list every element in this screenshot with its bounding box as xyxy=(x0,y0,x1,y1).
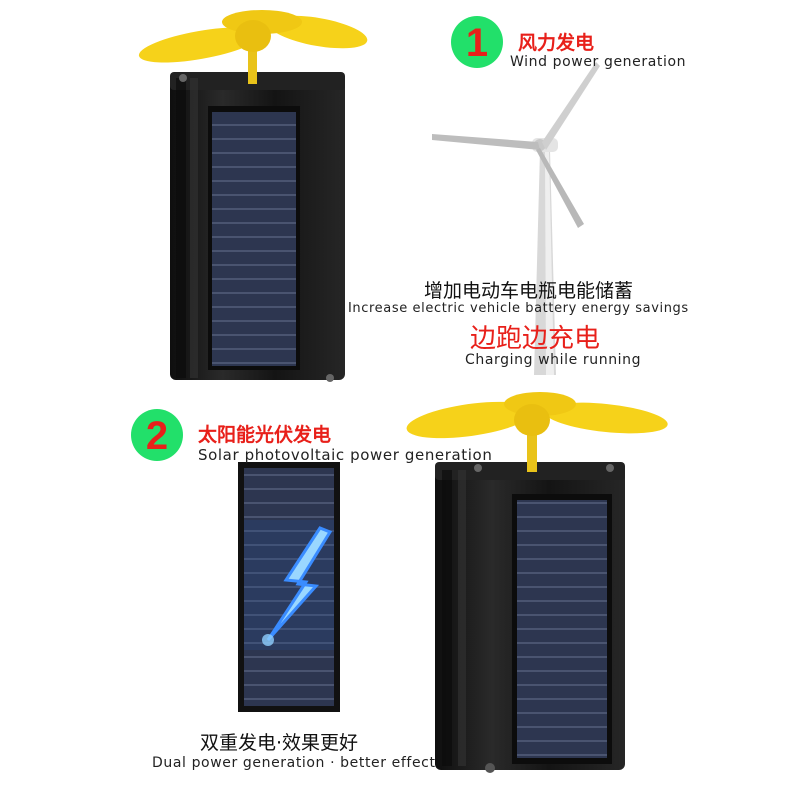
dual-caption-zh: 双重发电·效果更好 xyxy=(200,732,359,754)
battery-case-2 xyxy=(435,462,625,773)
battery-savings-en: Increase electric vehicle battery energy… xyxy=(348,301,689,316)
step-badge-2: 2 xyxy=(131,409,183,461)
wind-title-en: Wind power generation xyxy=(510,54,687,70)
fan-icon xyxy=(138,10,368,84)
wind-title-zh: 风力发电 xyxy=(518,32,595,54)
step-badge-1: 1 xyxy=(451,16,503,68)
charging-running-en: Charging while running xyxy=(465,352,642,368)
solar-panel-icon xyxy=(208,106,300,370)
solar-panel-large xyxy=(238,462,340,712)
dual-caption-en: Dual power generation · better effect xyxy=(152,755,436,771)
battery-case-1 xyxy=(170,72,345,382)
solar-title-zh: 太阳能光伏发电 xyxy=(198,424,332,446)
battery-savings-zh: 增加电动车电瓶电能储蓄 xyxy=(424,280,634,302)
lightning-icon xyxy=(262,526,333,646)
solar-title-en: Solar photovoltaic power generation xyxy=(198,446,493,464)
charging-running-zh: 边跑边充电 xyxy=(470,324,601,354)
solar-panel-case-2 xyxy=(512,494,612,764)
